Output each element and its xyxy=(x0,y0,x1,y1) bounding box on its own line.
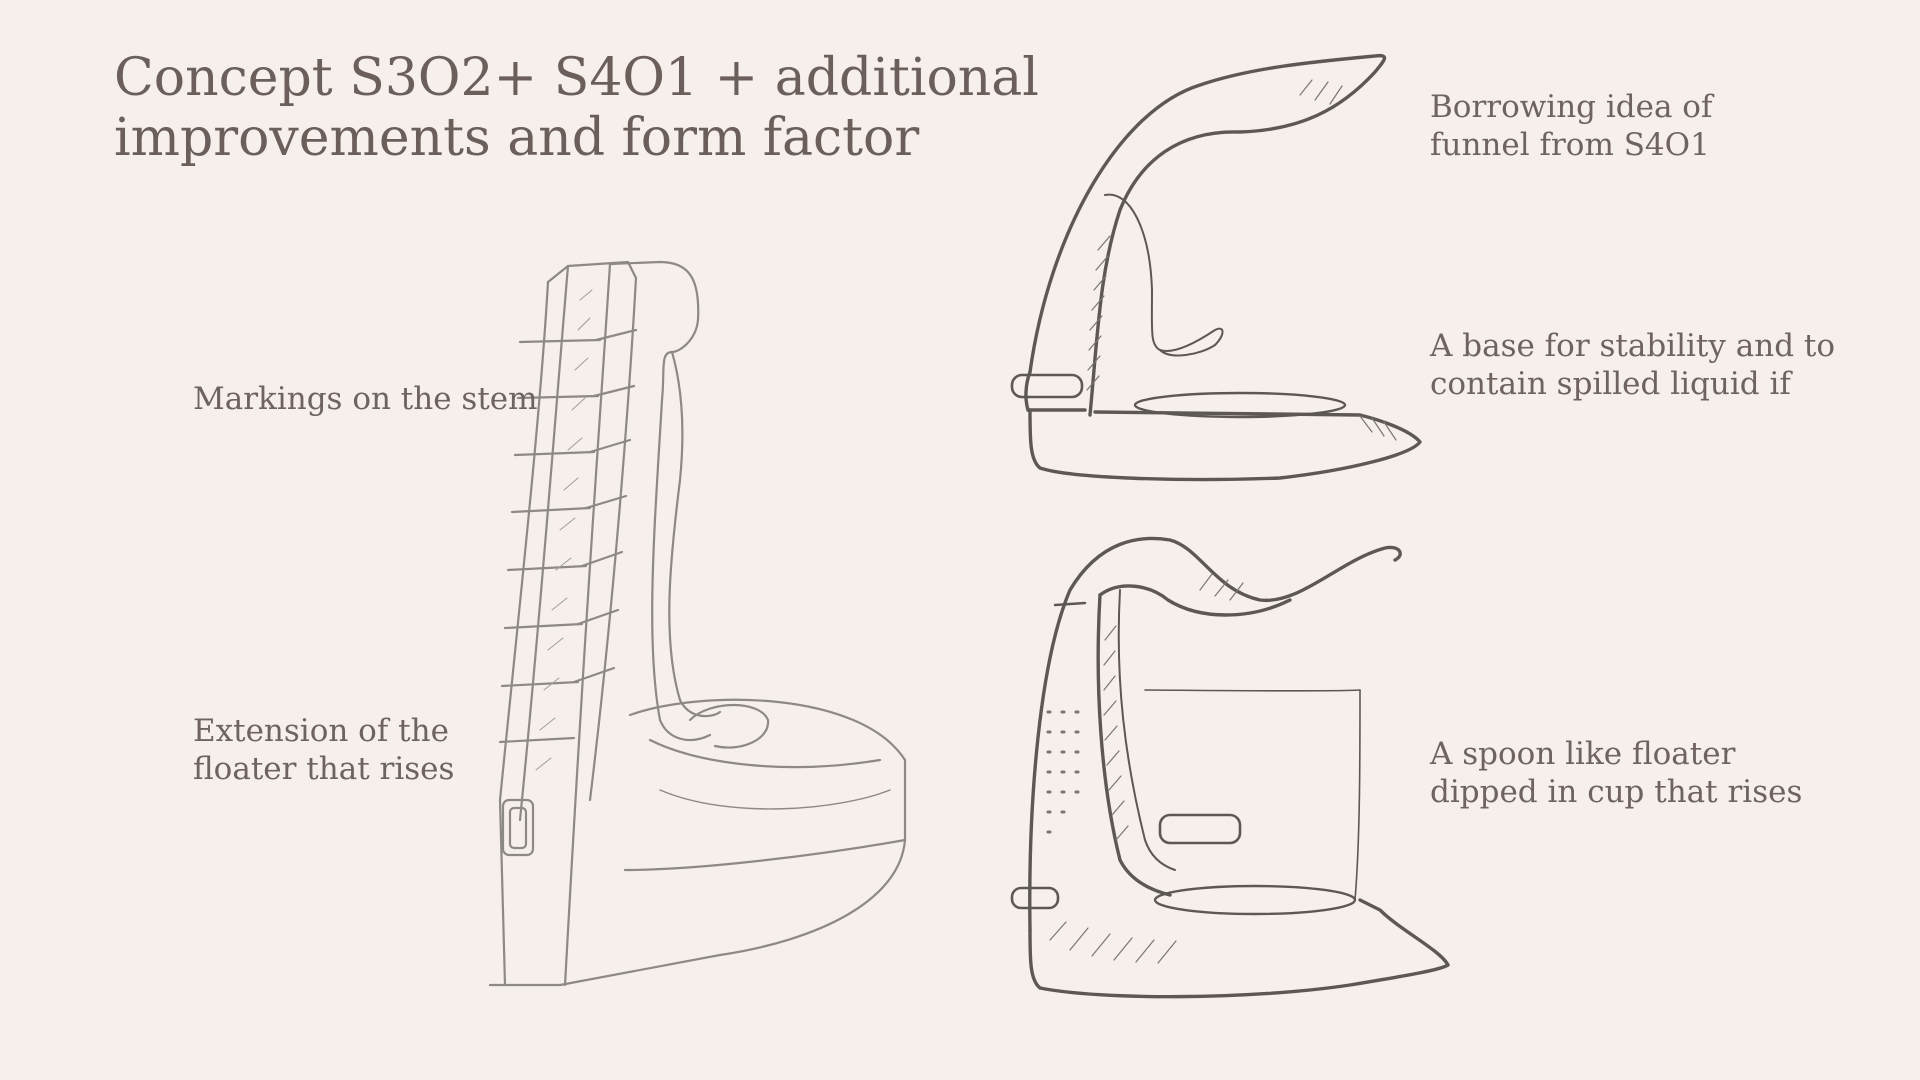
annotation-extension-line-1: Extension of the xyxy=(193,713,449,749)
annotation-extension-line-2: floater that rises xyxy=(193,751,455,787)
annotation-base-line-2: contain spilled liquid if xyxy=(1430,366,1791,402)
page-title: Concept S3O2+ S4O1 + additional improvem… xyxy=(114,48,1039,168)
annotation-base: A base for stability and to contain spil… xyxy=(1430,327,1835,403)
annotation-spoon-floater: A spoon like floater dipped in cup that … xyxy=(1430,735,1802,811)
annotation-spoon-floater-line-1: A spoon like floater xyxy=(1430,736,1736,772)
annotation-funnel-line-1: Borrowing idea of xyxy=(1430,89,1713,125)
annotation-stem-markings: Markings on the stem xyxy=(193,380,538,418)
annotation-spoon-floater-line-2: dipped in cup that rises xyxy=(1430,774,1803,810)
page-title-line-1: Concept S3O2+ S4O1 + additional xyxy=(114,48,1039,108)
annotation-base-line-1: A base for stability and to xyxy=(1430,328,1836,364)
stem-sketch xyxy=(488,260,907,987)
annotation-extension: Extension of the floater that rises xyxy=(193,712,454,788)
annotation-stem-markings-text: Markings on the stem xyxy=(193,381,538,417)
funnel-sketch xyxy=(1010,53,1422,482)
page-title-line-2: improvements and form factor xyxy=(114,108,920,168)
spoon-floater-sketch xyxy=(1010,536,1450,999)
annotation-funnel-line-2: funnel from S4O1 xyxy=(1430,127,1710,163)
annotation-funnel: Borrowing idea of funnel from S4O1 xyxy=(1430,88,1712,164)
